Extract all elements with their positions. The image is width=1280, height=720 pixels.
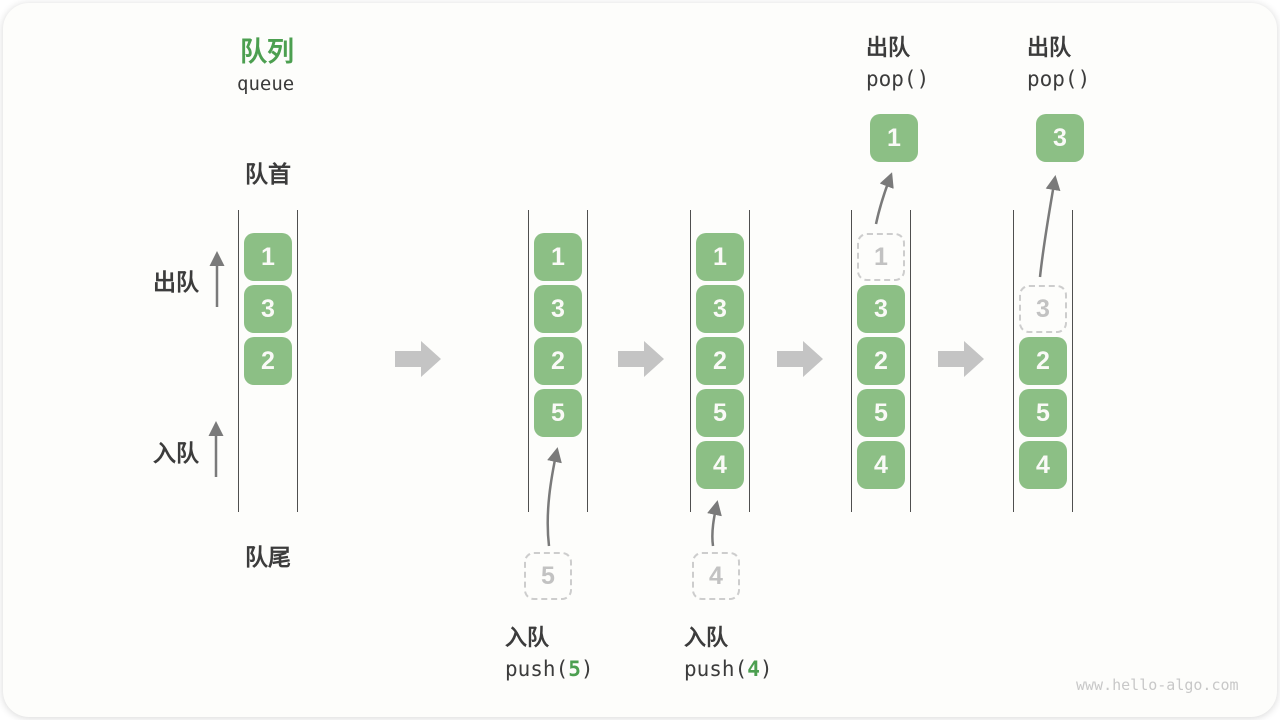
pop1-label: 出队 bbox=[866, 35, 911, 60]
label-queue-rear: 队尾 bbox=[245, 544, 291, 570]
push5-arg: 5 bbox=[568, 657, 581, 681]
queue-state-1: 1 3 2 bbox=[238, 210, 298, 512]
staged-cell: 4 bbox=[692, 552, 740, 600]
queue-cell: 3 bbox=[534, 285, 582, 333]
queue-cell: 2 bbox=[696, 337, 744, 385]
push5-close: ) bbox=[580, 657, 594, 681]
queue-cell: 3 bbox=[696, 285, 744, 333]
staged-cell: 5 bbox=[524, 552, 572, 600]
queue-cell: 5 bbox=[1019, 389, 1067, 437]
label-enqueue-side: 入队 bbox=[153, 440, 199, 466]
push5-fn: push( bbox=[505, 657, 569, 681]
popped-cell: 3 bbox=[1036, 114, 1084, 162]
queue-state-5: 3 2 5 4 bbox=[1013, 210, 1073, 512]
queue-state-4: 1 3 2 5 4 bbox=[851, 210, 911, 512]
queue-cell: 2 bbox=[244, 337, 292, 385]
push5-code: push(5) bbox=[505, 657, 594, 681]
queue-state-2: 1 3 2 5 bbox=[528, 210, 588, 512]
title-zh: 队列 bbox=[240, 37, 294, 67]
pop1-code: pop() bbox=[866, 67, 930, 91]
push4-close: ) bbox=[759, 657, 773, 681]
watermark: www.hello-algo.com bbox=[1076, 676, 1239, 694]
pop2-label: 出队 bbox=[1027, 35, 1072, 60]
push4-fn: push( bbox=[684, 657, 748, 681]
queue-cell: 3 bbox=[857, 285, 905, 333]
queue-cell: 4 bbox=[1019, 441, 1067, 489]
queue-cell: 2 bbox=[534, 337, 582, 385]
queue-cell: 1 bbox=[244, 233, 292, 281]
queue-cell: 3 bbox=[244, 285, 292, 333]
queue-cell-dashed: 3 bbox=[1019, 285, 1067, 333]
push4-arg: 4 bbox=[747, 657, 760, 681]
queue-cell: 1 bbox=[696, 233, 744, 281]
push5-label: 入队 bbox=[505, 625, 550, 650]
pop2-code: pop() bbox=[1027, 67, 1091, 91]
queue-cell: 5 bbox=[534, 389, 582, 437]
queue-cell-dashed: 1 bbox=[857, 233, 905, 281]
queue-cell: 5 bbox=[857, 389, 905, 437]
popped-cell: 1 bbox=[870, 114, 918, 162]
queue-cell: 4 bbox=[857, 441, 905, 489]
label-queue-front: 队首 bbox=[245, 161, 291, 187]
queue-cell: 5 bbox=[696, 389, 744, 437]
push4-label: 入队 bbox=[684, 625, 729, 650]
queue-cell: 4 bbox=[696, 441, 744, 489]
push4-code: push(4) bbox=[684, 657, 773, 681]
queue-cell: 2 bbox=[1019, 337, 1067, 385]
label-dequeue-side: 出队 bbox=[153, 269, 199, 295]
diagram-card bbox=[3, 3, 1277, 717]
queue-cell: 1 bbox=[534, 233, 582, 281]
queue-state-3: 1 3 2 5 4 bbox=[690, 210, 750, 512]
title-en: queue bbox=[237, 73, 295, 95]
queue-cell: 2 bbox=[857, 337, 905, 385]
